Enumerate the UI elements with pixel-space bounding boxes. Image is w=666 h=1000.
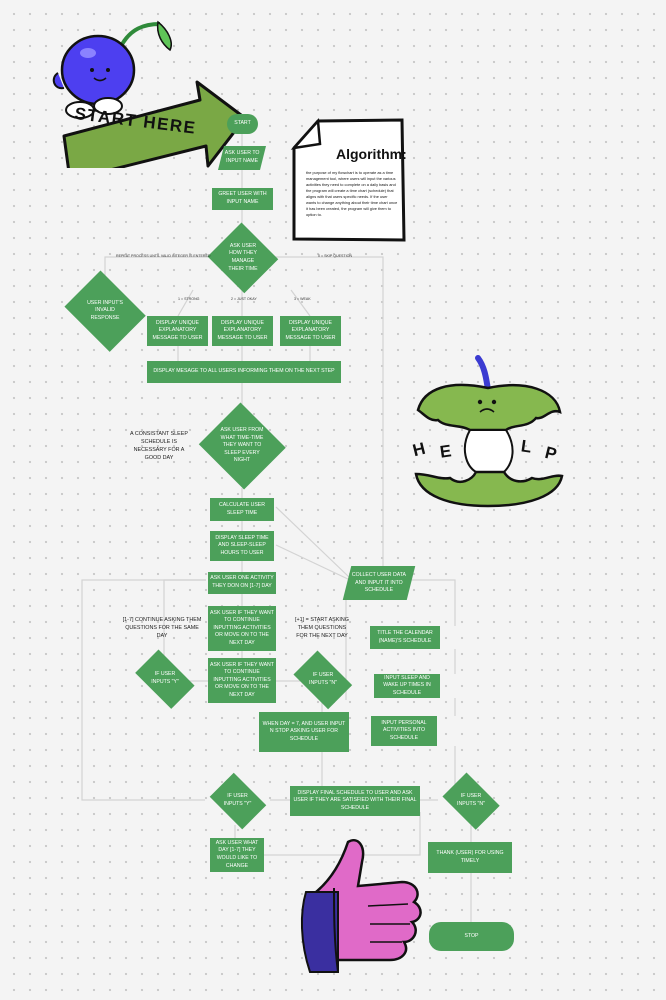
input-personal-node: INPUT PERSONAL ACTIVITIES INTO SCHEDULE xyxy=(371,716,437,746)
algorithm-body: the purpose of my flowchart is to operat… xyxy=(306,170,398,218)
skip-label: 0 = SKIP QUESTION xyxy=(318,254,352,258)
title-calendar-node: TITLE THE CALENDAR (NAME)'S SCHEDULE xyxy=(370,626,440,649)
stop-node: STOP xyxy=(429,922,514,951)
ask-sleep-decision: ASK USER FROM WHAT TIME-TIME THEY WANT T… xyxy=(197,404,287,488)
ask-day-change-node: ASK USER WHAT DAY [1-7] THEY WOULD LIKE … xyxy=(210,838,264,872)
ask-activity-node: ASK USER ONE ACTIVITY THEY DON ON [1-7] … xyxy=(208,572,276,594)
input-sleep-node: INPUT SLEEP AND WAKE UP TIMES IN SCHEDUL… xyxy=(374,674,440,698)
strong-label: 1 = STRONG xyxy=(178,297,200,301)
message-okay-node: DISPLAY UNIQUE EXPLANATORY MESSAGE TO US… xyxy=(212,316,273,346)
page-icon xyxy=(290,118,406,242)
when-day-node: WHEN DAY = 7, AND USER INPUT N STOP ASKI… xyxy=(259,712,349,752)
display-final-node: DISPLAY FINAL SCHEDULE TO USER AND ASK U… xyxy=(290,786,420,816)
if-n-decision-1: IF USER INPUTS "N" xyxy=(288,656,358,704)
sleep-note: A CONSISTANT SLEEP SCHEDULE IS NECESSARY… xyxy=(130,431,188,462)
greet-user-node: GREET USER WITH INPUT NAME xyxy=(212,188,273,210)
collect-data-node: COLLECT USER DATA AND INPUT IT INTO SCHE… xyxy=(342,566,416,600)
if-n-decision-2: IF USER INPUTS "N" xyxy=(438,777,504,825)
message-weak-node: DISPLAY UNIQUE EXPLANATORY MESSAGE TO US… xyxy=(280,316,341,346)
continue-question-node-2: ASK USER IF THEY WANT TO CONTINUE INPUTT… xyxy=(208,658,276,703)
if-y-decision-1: IF USER INPUTS "Y" xyxy=(129,656,201,702)
start-node: START xyxy=(227,114,258,134)
ask-manage-time-decision: ASK USER HOW THEY MANAGE THEIR TIME xyxy=(206,224,280,292)
next-step-node: DISPLAY MESAGE TO ALL USERS INFORMING TH… xyxy=(147,361,341,383)
invalid-response-decision: USER INPUT'S INVALID RESPONSE xyxy=(60,275,150,347)
thumbs-up-icon xyxy=(300,839,422,973)
continue-question-node-1: ASK USER IF THEY WANT TO CONTINUE INPUTT… xyxy=(208,606,276,651)
apple-core-icon xyxy=(414,355,564,508)
cherry-mascot-icon xyxy=(52,20,247,168)
message-strong-node: DISPLAY UNIQUE EXPLANATORY MESSAGE TO US… xyxy=(147,316,208,346)
next-day-note: [+1] = START ASKING THEM QUESTIONS FOR T… xyxy=(295,617,349,640)
thank-user-node: THANK (USER) FOR USING TIMELY xyxy=(428,842,512,873)
repeat-label: REPEAT PROCESS UNTIL VALID INTEGER IS EN… xyxy=(116,254,211,258)
display-sleep-node: DISPLAY SLEEP TIME AND SLEEP-SLEEP HOURS… xyxy=(210,531,274,561)
calculate-sleep-node: CALCULATE USER SLEEP TIME xyxy=(210,498,274,521)
just-okay-label: 2 = JUST OKAY xyxy=(231,297,257,301)
weak-label: 3 = WEAK xyxy=(294,297,311,301)
continue-note: [1-7] CONTINUE ASKING THEM QUESTIONS FOR… xyxy=(122,617,202,640)
if-y-decision-2: IF USER INPUTS "Y" xyxy=(205,777,270,825)
algorithm-title: Algorithm: xyxy=(336,146,407,162)
ask-name-node: ASK USER TO INPUT NAME xyxy=(218,146,266,170)
